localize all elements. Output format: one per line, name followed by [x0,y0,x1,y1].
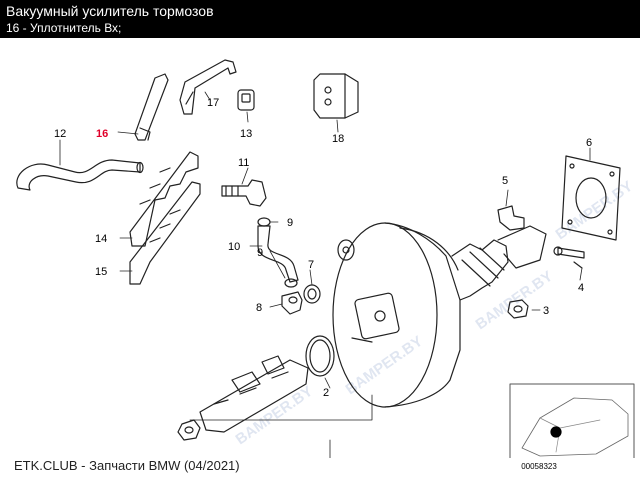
callout-10[interactable]: 10 [228,241,240,253]
master-cylinder [199,355,309,433]
callout-2[interactable]: 2 [323,387,329,399]
part-3-nut[interactable] [177,419,201,441]
part-6-gasket[interactable] [561,155,621,241]
part-7-grommet[interactable] [303,284,321,304]
part-1-brake-booster[interactable] [332,222,461,408]
part-17-bracket[interactable] [179,59,237,115]
callout-17[interactable]: 17 [207,97,219,109]
part-8-elbow-fitting[interactable] [281,291,303,315]
callout-12[interactable]: 12 [54,128,66,140]
part-9-clamp[interactable] [284,278,298,288]
part-9-clamp[interactable] [257,217,271,227]
callout-15[interactable]: 15 [95,266,107,278]
callout-14[interactable]: 14 [95,233,107,245]
footer-source: ETK.CLUB - Запчасти BMW (04/2021) [14,458,240,473]
callout-13[interactable]: 13 [240,128,252,140]
part-4-pin[interactable] [553,246,585,269]
part-5-fork[interactable] [497,205,525,231]
callout-3[interactable]: 3 [543,305,549,317]
callout-9[interactable]: 9 [287,217,293,229]
selected-part-label: 16 - Уплотнитель Вх; [6,21,122,35]
callout-7[interactable]: 7 [308,259,314,271]
callout-6[interactable]: 6 [586,137,592,149]
part-10-vacuum-hose[interactable] [257,225,299,283]
header-bar: Вакуумный усилитель тормозов 16 - Уплотн… [0,0,640,38]
callout-18[interactable]: 18 [332,133,344,145]
diagram-reference-code: 00058323 [514,461,564,472]
parts-diagram: BAMPER.BY BAMPER.BY BAMPER.BY BAMPER.BY [16,59,636,458]
callout-4[interactable]: 4 [578,282,584,294]
part-3-nut[interactable] [507,299,529,319]
part-15-holder[interactable] [129,181,201,285]
watermark-text: BAMPER.BY [343,333,426,399]
watermark-text: BAMPER.BY [553,178,636,244]
part-11-check-valve[interactable] [221,179,267,207]
callout-16-highlighted[interactable]: 16 [96,128,108,140]
booster-bellows [451,225,547,301]
callout-11[interactable]: 11 [238,157,249,169]
part-12-hose[interactable] [16,159,144,191]
callout-8[interactable]: 8 [256,302,262,314]
diagram-title: Вакуумный усилитель тормозов [6,3,214,19]
vehicle-locator-thumbnail [509,383,635,458]
part-13-grommet[interactable] [237,89,255,111]
callout-5[interactable]: 5 [502,175,508,187]
callout-9[interactable]: 9 [257,247,263,259]
part-2-o-ring[interactable] [305,335,335,377]
part-18-mount[interactable] [313,73,359,119]
part-16-clip[interactable] [134,73,169,141]
leader-lines [59,91,591,458]
watermark-text: BAMPER.BY [473,268,556,334]
